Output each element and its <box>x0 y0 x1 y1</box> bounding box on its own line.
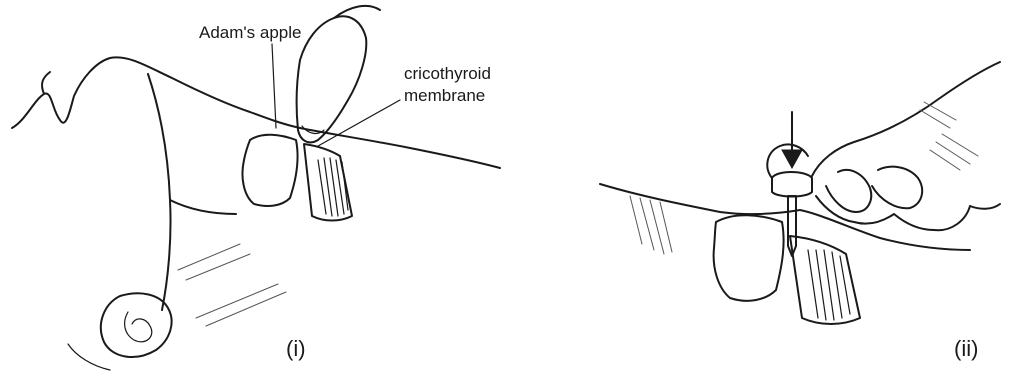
chin-shading <box>630 196 672 254</box>
chin-line <box>170 200 236 214</box>
jaw-line <box>148 74 171 310</box>
panel-ii-label: (ii) <box>954 336 978 361</box>
panel-i-label: (i) <box>286 336 306 361</box>
finger-2 <box>872 167 922 209</box>
thyroid-cartilage-2 <box>714 215 784 301</box>
ear-inner <box>125 312 152 342</box>
panel-i-illustration <box>0 0 520 372</box>
hand-shading <box>920 102 978 170</box>
face-outline <box>12 57 300 128</box>
trachea-rings-2 <box>790 236 860 324</box>
nose-mouth-outline <box>42 72 50 94</box>
push-arrow-head <box>782 150 802 168</box>
thyroid-cartilage <box>242 135 297 206</box>
label-adams-apple: Adam's apple <box>199 23 301 43</box>
needle-hub <box>772 172 812 197</box>
hand <box>812 62 1000 176</box>
finger <box>297 16 367 142</box>
trachea-rings <box>304 144 352 221</box>
adams-apple-leader <box>272 44 276 128</box>
hair-contour <box>68 344 110 370</box>
neck-shading <box>178 244 286 326</box>
finger-1 <box>826 170 871 212</box>
ear <box>101 293 172 357</box>
label-membrane: membrane <box>404 86 485 106</box>
neck-line-2 <box>600 184 970 250</box>
panel-ii-illustration <box>520 0 1014 372</box>
label-cricothyroid: cricothyroid <box>404 64 491 84</box>
